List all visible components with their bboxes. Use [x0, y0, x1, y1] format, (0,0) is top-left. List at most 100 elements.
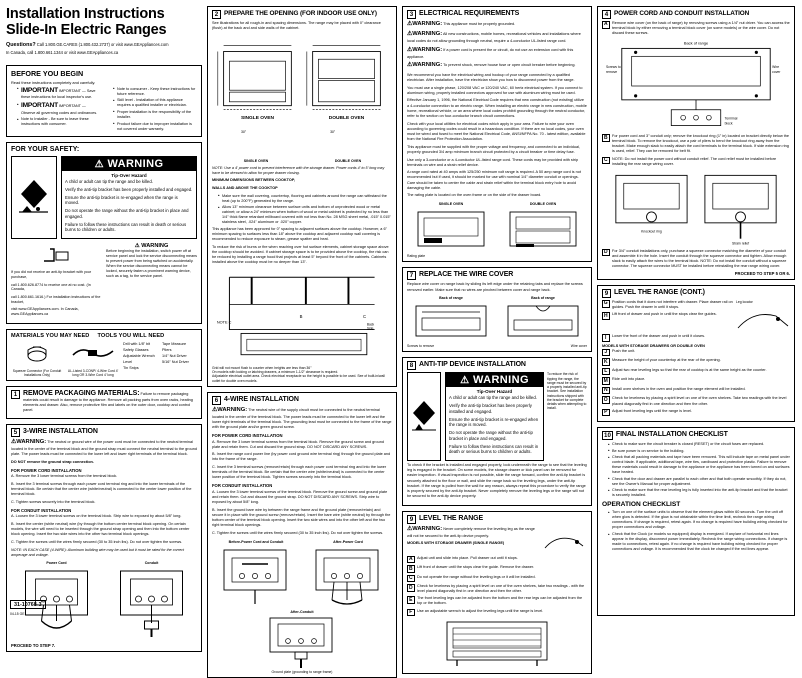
warning-label: ⚠WARNING: [212, 406, 248, 413]
warning-label: ⚠WARNING: [407, 525, 443, 532]
section-title: 3-WIRE INSTALLATION [23, 428, 98, 436]
step-letter: K [602, 358, 610, 366]
list-item: Check that the door and drawer are paral… [608, 476, 790, 487]
step-text: For power cord and 3" conduit only; remo… [612, 134, 790, 154]
section-final-note: NOTE: IN EACH CASE (4-WIRE): Aluminum bu… [11, 547, 185, 557]
step-letter: B [407, 565, 415, 573]
section-note: DO NOT remove the ground strap connectio… [11, 460, 94, 465]
list-item: Skill level - Installation of this appli… [113, 98, 197, 108]
step-letter: B [602, 134, 610, 142]
section-6-four-wire-installation: 6 4-WIRE INSTALLATION ⚠WARNING: The neut… [207, 391, 397, 678]
section-title: LEVEL THE RANGE (CONT.) [614, 289, 705, 297]
electrical-body: A range cord rated at 40 amps with 125/2… [407, 170, 581, 190]
section-title: ELECTRICAL REQUIREMENTS [419, 10, 520, 17]
subsection-heading: FOR CONDUIT INSTALLATION [11, 507, 72, 513]
step-row: B Lift front of drawer until the stops c… [407, 565, 587, 573]
section-body: Failure to remove packaging materials co… [23, 392, 193, 413]
list-item: Product failure due to improper installa… [113, 121, 197, 132]
step-item: A. Loosen the 3 lower terminal screws on… [11, 514, 182, 519]
note-line: If you did not receive an anti-tip brack… [11, 270, 92, 280]
section-title: ANTI-TIP DEVICE INSTALLATION [419, 361, 526, 369]
tool-item: 1/4" Nut Driver [162, 354, 187, 358]
section-10-final-checklist: 10 FINAL INSTALLATION CHECKLIST Check to… [597, 427, 795, 616]
before-you-begin-left-list: IMPORTANT IMPORTANT — Save these instruc… [11, 86, 101, 128]
step-row: O Check for levelness by placing a spiri… [602, 396, 790, 406]
list-item: Be sure power is on service to the build… [608, 448, 790, 454]
svg-text:30": 30" [330, 130, 336, 134]
section-number: 1 [11, 390, 20, 400]
section-title: POWER CORD AND CONDUIT INSTALLATION [614, 10, 750, 17]
electrical-body: You must use a single phase, 120/208 VAC… [407, 85, 583, 95]
svg-text:Back of range: Back of range [684, 41, 709, 46]
step-row: C NOTE: Do not install the power cord wi… [602, 156, 790, 167]
step-row: A Adjust unit and slide into place. Pull… [407, 555, 587, 564]
step-item: A. Remove the 3 lower terminal screws fr… [11, 474, 118, 479]
step-row: B For power cord and 3" conduit only; re… [602, 134, 790, 154]
step-text: Install oven shelves in the oven and pos… [612, 386, 746, 391]
step-letter: A [407, 555, 415, 564]
materials-and-tools-box: MATERIALS YOU MAY NEED TOOLS YOU WILL NE… [6, 328, 202, 382]
range-leveling-figure [446, 621, 548, 667]
step-letter: E [407, 596, 415, 604]
before-you-begin-heading: BEFORE YOU BEGIN [11, 68, 84, 78]
step-letter: C [407, 574, 415, 583]
figure-label: Screws to remove [407, 344, 435, 349]
electrical-warning: This appliance must be properly grounded… [443, 22, 516, 26]
step-item: C. Tighten the screws until the wires fi… [11, 540, 183, 545]
warning-line: Verify the anti-tip bracket has been pro… [449, 403, 532, 414]
step-row: F Use an adjustable wrench to adjust the… [407, 608, 587, 617]
list-item: IMPORTANT IMPORTANT — Save these instruc… [17, 86, 101, 101]
section-body: Replace wire cover on range back by slid… [407, 282, 583, 292]
section-number: 9 [602, 289, 611, 299]
step-text: Adjust unit and slide into place. Pull d… [417, 555, 518, 560]
callout-label: On models with locking or latching drawe… [212, 370, 339, 375]
step-row: N Install oven shelves in the oven and p… [602, 386, 790, 395]
column-2: 2 PREPARE THE OPENING (FOR INDOOR USE ON… [207, 6, 397, 678]
hazard-label: Tip-Over Hazard [111, 172, 147, 178]
step-item: A. Remove the 3 lower terminal screws fr… [212, 439, 385, 449]
tool-item: Safety Glasses [123, 347, 149, 352]
material-caption: UL-Listed 3-CONP/ 4-Wire Cord 4' long OR… [67, 368, 119, 377]
step-row: D For 3/4" conduit installations only, p… [602, 248, 790, 269]
section-number: 8 [407, 361, 416, 371]
svg-text:Strain relief: Strain relief [732, 241, 749, 245]
step-letter: N [602, 386, 610, 395]
step-row: E The front leveling legs can be adjuste… [407, 596, 587, 606]
for-your-safety-box: FOR YOUR SAFETY: ⚠ WARNING [6, 142, 202, 324]
step-row: G Position cords that it does not interf… [602, 300, 733, 310]
step-letter: J [602, 348, 610, 357]
section-9b-level-the-range-cont: 9 LEVEL THE RANGE (CONT.) G Position cor… [597, 285, 795, 423]
figure-caption-double-oven: DOUBLE OVEN [334, 158, 362, 163]
step-text: Adjust front leveling legs until the ran… [612, 408, 692, 413]
list-item: Make sure the wall covering, countertop,… [218, 193, 392, 204]
svg-text:30": 30" [241, 130, 247, 134]
section-number: 5 [11, 428, 20, 438]
step-row: H Lift front of drawer and push in until… [602, 312, 733, 320]
material-squeeze-connector: Squeeze Connector (For Conduit Installat… [11, 341, 63, 378]
operation-checklist-list: Turn on one of the surface units to obse… [602, 510, 790, 552]
warning-label: ⚠WARNING: [407, 46, 443, 53]
callout-label: Grid will not mount flush to counter whe… [212, 365, 312, 370]
tool-item: Drill with 1/8" bit [123, 341, 151, 346]
step-text: Lift front of drawer until the stops cle… [417, 565, 535, 570]
step-letter: L [602, 367, 610, 376]
step-text: Ride unit into place. [612, 377, 646, 382]
step-letter: H [602, 312, 610, 320]
section-note-3: To reduce the risk of burns or fire when… [212, 244, 389, 265]
electrical-warning: To prevent shock, remove house fuse or o… [443, 63, 576, 68]
warning-label: ⚠WARNING: [407, 31, 443, 38]
step-letter: P [602, 408, 610, 417]
warning-line: Failure to follow these instructions can… [449, 443, 539, 455]
svg-text:NOTE C: NOTE C [217, 320, 232, 325]
subsection-heading: FOR POWER CORD INSTALLATION [212, 432, 283, 438]
min-dimensions-heading-1: MINIMUM DIMENSIONS BETWEEN COOKTOP, [212, 178, 295, 183]
wall-clearance-diagram: B C NOTE C Back Side [217, 276, 375, 356]
electrical-body: We recommend you have the electrical wir… [407, 72, 575, 82]
doc-title-line2: Slide-In Electric Ranges [6, 22, 167, 39]
step-letter: F [407, 608, 415, 617]
step-item: B. Insert the range cord power line (by … [212, 452, 391, 462]
warning-line: Failure to follow these instructions can… [65, 221, 187, 233]
section-1-remove-packaging: 1 REMOVE PACKAGING MATERIALS: Failure to… [6, 386, 202, 420]
tool-item: 5/16" Nut Driver [162, 360, 189, 365]
note-line: call 1.800.661.1616.) For installation i… [11, 294, 101, 304]
